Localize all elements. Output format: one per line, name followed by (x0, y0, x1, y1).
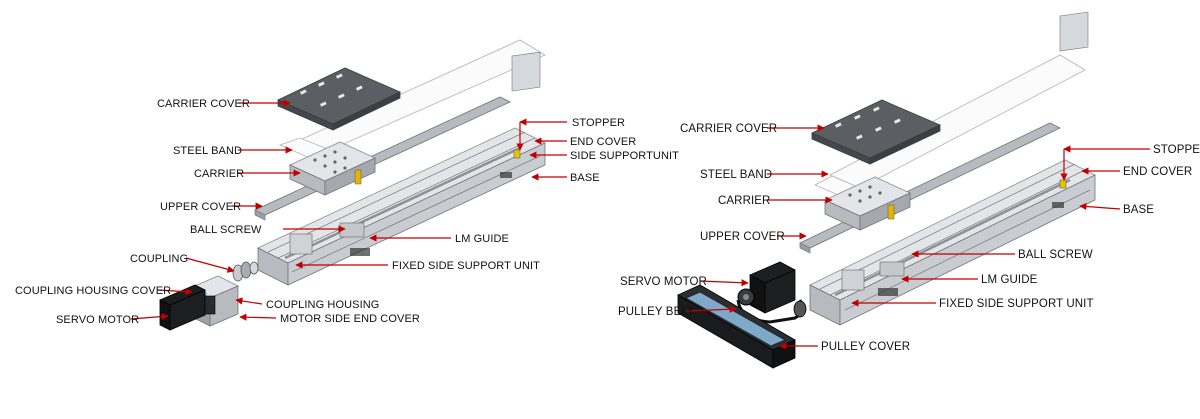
label-carrier-cover-right: CARRIER COVER (680, 123, 777, 135)
label-pulley-cover-right: PULLEY COVER (821, 341, 910, 353)
label-fixed-side-support-unit-right: FIXED SIDE SUPPORT UNIT (939, 298, 1094, 310)
right-assembly-drawing (677, 11, 1096, 369)
label-coupling-housing-left: COUPLING HOUSING (266, 299, 379, 311)
label-steel-band-right: STEEL BAND (700, 169, 772, 181)
right-base-part (809, 11, 1096, 326)
label-side-support-unit-left: SIDE SUPPORTUNIT (570, 150, 679, 162)
label-carrier-right: CARRIER (718, 195, 770, 207)
label-upper-cover-right: UPPER COVER (700, 231, 785, 243)
label-stopper-left: STOPPER (572, 117, 625, 129)
label-base-right: BASE (1123, 204, 1154, 216)
label-lm-guide-right: LM GUIDE (981, 274, 1038, 286)
right-carrier-part (824, 176, 911, 231)
right-servo-motor-part (737, 261, 796, 314)
label-end-cover-right: END COVER (1123, 166, 1192, 178)
label-lm-guide-left: LM GUIDE (455, 233, 509, 245)
label-motor-side-end-cover-left: MOTOR SIDE END COVER (280, 313, 420, 325)
label-servo-motor-right: SERVO MOTOR (620, 276, 707, 288)
label-carrier-cover-left: CARRIER COVER (157, 98, 250, 110)
right-pulley-cover-part (677, 284, 796, 369)
label-pulley-belt-right: PULLEY BELT (618, 306, 694, 318)
left-coupling-part (232, 261, 259, 282)
right-labels: CARRIER COVER STEEL BAND CARRIER UPPER C… (618, 123, 1200, 353)
label-stopper-right: STOPPER (1153, 144, 1200, 156)
label-base-left: BASE (570, 172, 600, 184)
label-coupling-left: COUPLING (130, 253, 188, 265)
label-servo-motor-left: SERVO MOTOR (56, 314, 139, 326)
label-steel-band-left: STEEL BAND (173, 145, 242, 157)
label-upper-cover-left: UPPER COVER (160, 201, 241, 213)
left-servo-motor-part (159, 284, 216, 331)
label-carrier-left: CARRIER (194, 168, 244, 180)
left-labels: CARRIER COVER STEEL BAND CARRIER UPPER C… (15, 98, 679, 326)
label-coupling-housing-cover-left: COUPLING HOUSING COVER (15, 285, 171, 297)
left-assembly-drawing (159, 39, 546, 331)
right-leader-lines (685, 124, 1150, 350)
label-ball-screw-left: BALL SCREW (190, 224, 262, 236)
label-ball-screw-right: BALL SCREW (1018, 249, 1093, 261)
left-carrier-cover-part (277, 67, 401, 131)
right-carrier-cover-part (811, 99, 941, 165)
label-fixed-side-support-unit-left: FIXED SIDE SUPPORT UNIT (392, 260, 540, 272)
left-leader-lines (130, 99, 567, 321)
label-end-cover-left: END COVER (570, 136, 636, 148)
left-carrier-part (289, 141, 376, 196)
